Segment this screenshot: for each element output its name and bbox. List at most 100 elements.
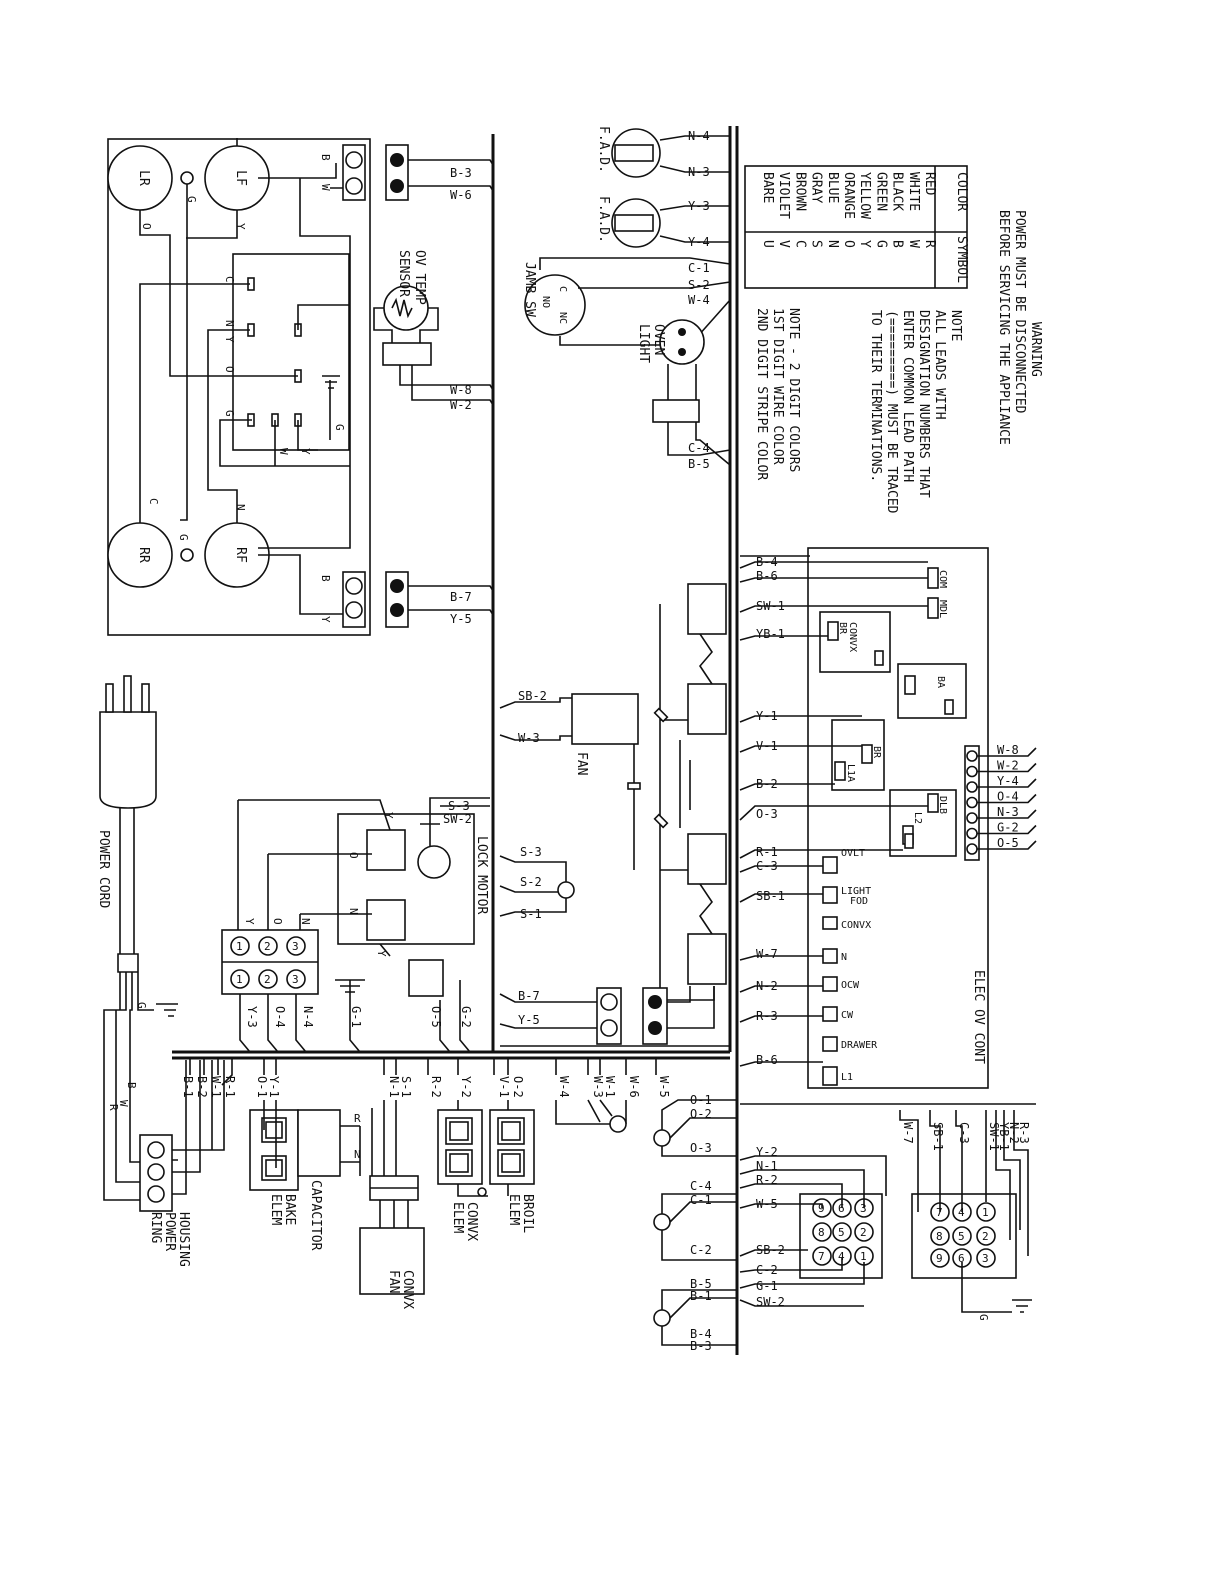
bus-drop-y-1: Y-1 <box>267 1076 281 1098</box>
lock-switch-2 <box>366 899 406 941</box>
lead-y-2: Y <box>223 336 236 343</box>
wire-w3: W-3 <box>518 731 540 745</box>
ctrl-com: COM <box>937 570 948 588</box>
color-table <box>744 165 968 289</box>
convx-fan <box>359 1227 425 1295</box>
note1-line: (=========) MUST BE TRACED <box>884 310 899 514</box>
elec-ov-cont-label: ELEC OV CONT <box>971 970 986 1064</box>
broil-block-wiring <box>499 986 715 1029</box>
bake-element <box>249 1100 299 1191</box>
ctrl-br: BR <box>837 622 848 635</box>
note2-line: 2ND DIGIT STRIPE COLOR <box>754 308 769 480</box>
ctrl-wire-b-6: B-6 <box>756 1053 778 1067</box>
wire-c1: C-1 <box>688 261 710 275</box>
bm-wire-c-1: C-1 <box>690 1193 712 1207</box>
conn-a-pin <box>812 1222 832 1242</box>
controller-wire-labels: B-4B-6SW-1YB-1Y-1V-1B-2O-3R-1C-3SB-1W-7N… <box>756 555 785 1067</box>
power-label: POWER <box>162 1212 177 1251</box>
color-name: WHITE <box>906 172 921 211</box>
ctrl-wire-b-4: B-4 <box>756 555 778 569</box>
fad-1-plug <box>614 144 654 162</box>
ground-symbol-2 <box>335 979 365 993</box>
lock-lead-y2: Y <box>375 950 388 957</box>
wire-n4: N-4 <box>688 129 710 143</box>
conn-b-pin <box>976 1202 996 1222</box>
fan-label: FAN <box>574 752 589 775</box>
conn-b-pin <box>976 1248 996 1268</box>
conn-a-pin-num: 8 <box>818 1226 825 1239</box>
lr-label: LR <box>136 170 151 186</box>
broil-elem-label: ELEM <box>506 1194 521 1225</box>
ring-label: RING <box>148 1212 163 1243</box>
lead-g-4: G <box>177 534 190 541</box>
wire-y5-low: Y-5 <box>518 1013 540 1027</box>
block-lead-y: Y <box>243 918 256 925</box>
conn-b-pin <box>930 1248 950 1268</box>
wire-sw2-lock: SW-2 <box>443 812 472 826</box>
lock-plug <box>408 959 444 997</box>
conn-b-wiring <box>899 1110 1032 1313</box>
bus-drop-r-2: R-2 <box>429 1076 443 1098</box>
ctrl-light: LIGHT <box>841 886 871 897</box>
strip-lead <box>977 793 1037 804</box>
color-name: BARE <box>760 172 775 203</box>
svg-text:1: 1 <box>236 973 243 986</box>
b-switch <box>653 1309 671 1327</box>
o-switch <box>653 1129 671 1147</box>
bm-wire-b-1: B-1 <box>690 1289 712 1303</box>
conn-a-pin-num: 9 <box>818 1202 825 1215</box>
wire-y3-lock: Y-3 <box>245 1006 259 1028</box>
bus-drop-w-3: W-3 <box>591 1076 605 1098</box>
ground-symbol-1 <box>322 375 340 389</box>
svg-text:3: 3 <box>292 973 299 986</box>
note2-line: NOTE - 2 DIGIT COLORS <box>786 308 801 472</box>
ctrl-wire-r-3: R-3 <box>756 1009 778 1023</box>
bus-drop-stubs <box>189 1058 657 1086</box>
terminal-block-rf <box>342 571 409 628</box>
bus-drop-b-1: B-1 <box>181 1076 195 1098</box>
block-lead-o: O <box>271 918 284 925</box>
ctrl-wire-b-6: B-6 <box>756 569 778 583</box>
cord-b: B <box>125 1082 138 1089</box>
note1-line: ENTER COMMON LEAD PATH <box>900 310 915 482</box>
color-name: BLUE <box>825 172 840 203</box>
bm-wire-c-4: C-4 <box>690 1179 712 1193</box>
w-switch <box>609 1115 627 1133</box>
capacitor-wiring <box>340 1108 373 1176</box>
note1-line: TO THEIR TERMINATIONS. <box>868 310 883 482</box>
bf-wire-c-3: C-3 <box>957 1122 971 1144</box>
capacitor-label: CAPACITOR <box>308 1180 323 1251</box>
ctrl-cw: CW <box>841 1010 854 1021</box>
conn-b-pin-num: 2 <box>982 1230 989 1243</box>
note1-line: ALL LEADS WITH <box>932 310 947 420</box>
bm-wire-b-5: B-5 <box>690 1277 712 1291</box>
strip-lead <box>977 824 1037 835</box>
w-switch-wiring <box>555 1099 627 1125</box>
light-label: LIGHT <box>636 324 651 363</box>
strip-wire-y-4: Y-4 <box>997 774 1019 788</box>
strip-wire-g-2: G-2 <box>997 821 1019 835</box>
bm-wire-c-2: C-2 <box>690 1243 712 1257</box>
color-symbol: N <box>825 240 840 248</box>
wire-n4-lock: N-4 <box>301 1006 315 1028</box>
fan-wiring <box>499 697 572 741</box>
strip-terminal <box>966 812 978 824</box>
ctrl-n: N <box>841 952 847 963</box>
ctrl-wire-n-2: N-2 <box>756 979 778 993</box>
strip-terminal <box>966 827 978 840</box>
wire-s2: S-2 <box>688 278 710 292</box>
sensor-wiring <box>373 307 494 406</box>
strip-terminal <box>966 796 978 809</box>
power-cord-plug <box>99 675 178 1201</box>
br-wire-sb-2: SB-2 <box>756 1243 785 1257</box>
color-name: GREEN <box>873 172 888 211</box>
ctrl-drawer: DRAWER <box>841 1040 878 1051</box>
ctrl-wire-yb-1: YB-1 <box>756 627 785 641</box>
note1-line: NOTE <box>948 310 963 341</box>
lf-label: LF <box>233 170 248 186</box>
convx-fan-label: CONVX <box>400 1270 415 1309</box>
fad-label-1: F.A.D. <box>596 126 611 173</box>
bm-wire-o-1: O-1 <box>690 1093 712 1107</box>
br-wire-g-1: G-1 <box>756 1279 778 1293</box>
